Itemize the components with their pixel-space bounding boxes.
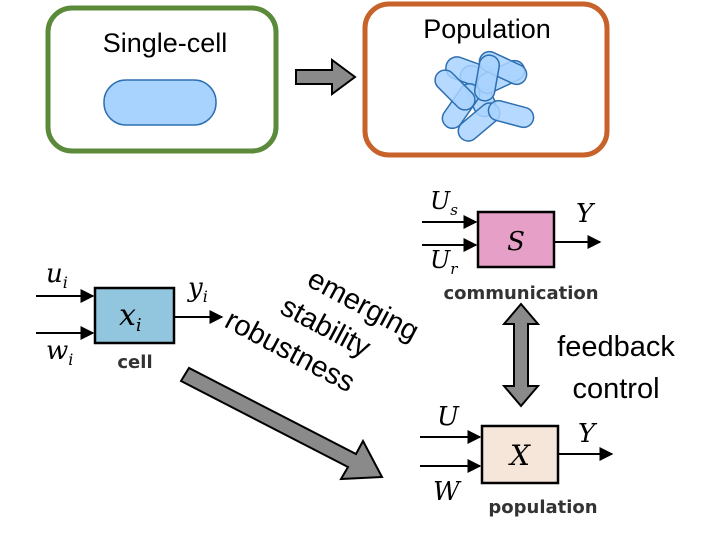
emerging-arrow — [179, 366, 384, 481]
cell-input-u-label: ui — [46, 259, 68, 292]
feedback-arrow — [501, 302, 541, 408]
cell-caption: cell — [117, 352, 152, 373]
comm-input-us-label: Us — [430, 187, 458, 219]
cell-input-w-label: wi — [46, 336, 73, 369]
cell-state-label: xi — [119, 298, 142, 336]
transition-arrow — [295, 58, 357, 96]
pop-input-w-label: W — [433, 477, 462, 507]
comm-output-label: Y — [576, 199, 596, 229]
population-caption: population — [488, 497, 597, 518]
comm-input-ur-label: Ur — [430, 246, 458, 278]
population-cell — [473, 54, 501, 102]
feedback-text: feedback — [557, 331, 675, 363]
emerging-properties-text: emerging stability robustness — [220, 263, 424, 399]
single-cell-shape — [103, 79, 217, 126]
comm-state-label: S — [507, 227, 525, 257]
control-text: control — [572, 373, 659, 405]
single-cell-label: Single-cell — [103, 28, 228, 58]
pop-state-label: X — [508, 439, 531, 472]
cell-output-label: yi — [187, 273, 208, 306]
communication-caption: communication — [443, 283, 598, 304]
pop-output-label: Y — [578, 419, 598, 449]
communication-block — [476, 210, 556, 269]
population-block — [480, 424, 560, 485]
population-label: Population — [423, 14, 551, 44]
population-cell — [487, 99, 535, 129]
population-cell — [434, 69, 476, 111]
pop-input-u-label: U — [437, 402, 460, 432]
population-cells — [434, 50, 535, 142]
cell-block — [93, 286, 176, 345]
